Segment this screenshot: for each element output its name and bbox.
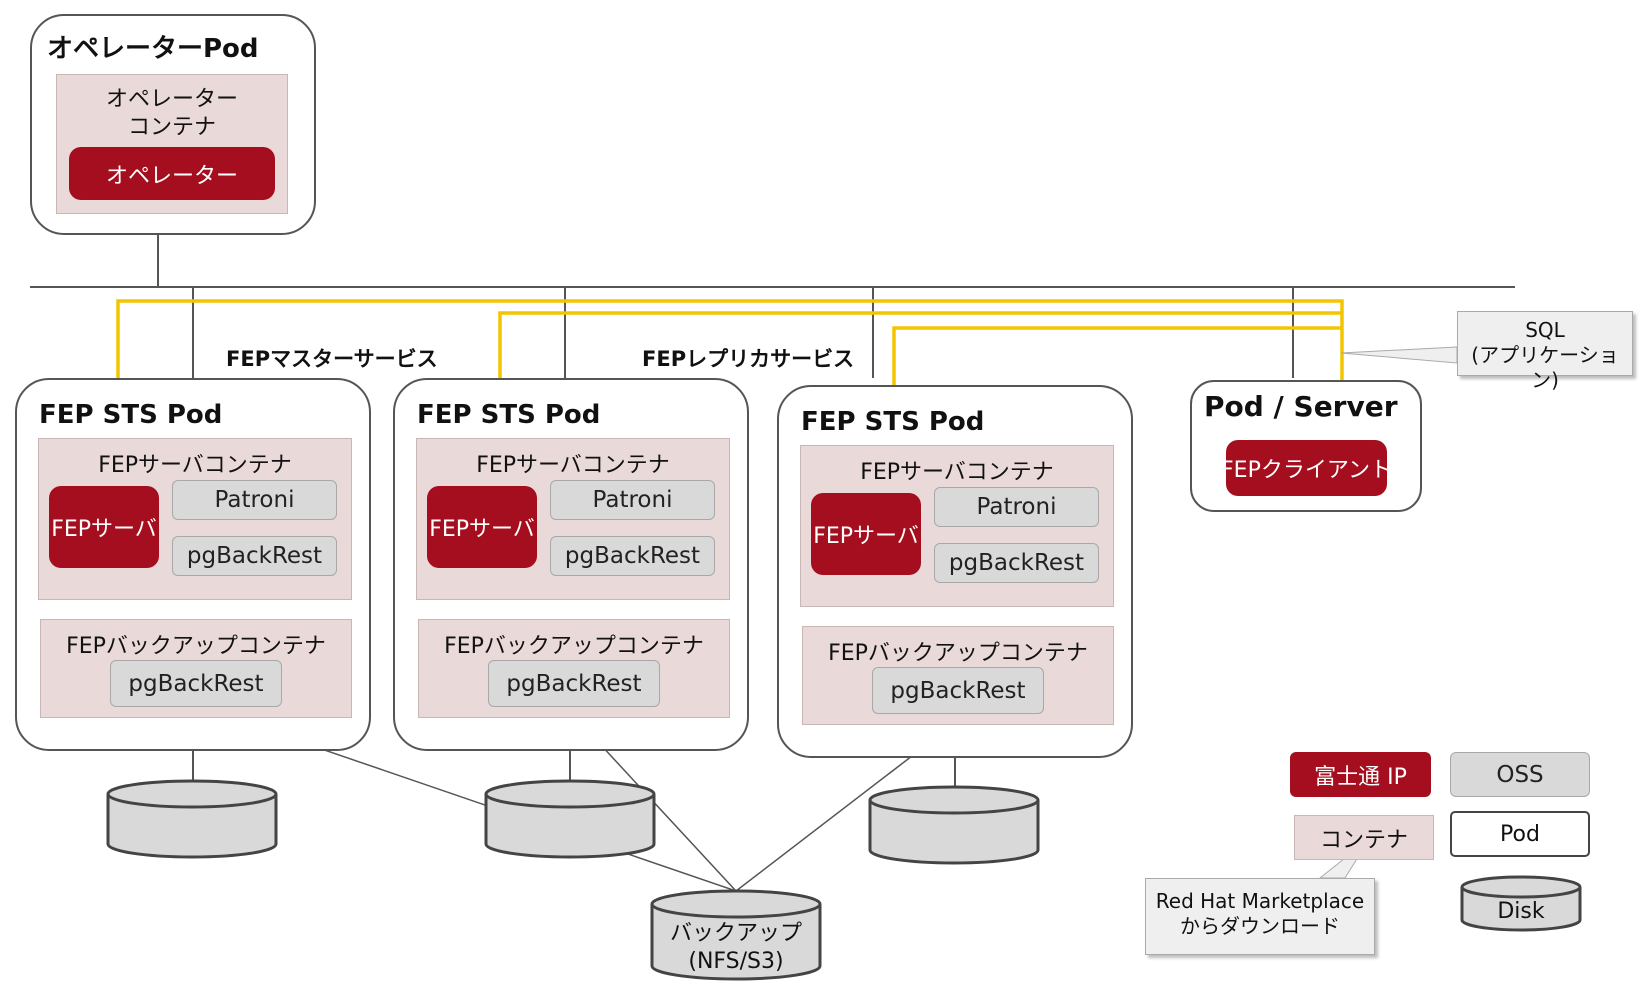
- sts-pod-3-server-container-title: FEPサーバコンテナ: [860, 460, 1054, 485]
- marketplace-callout: Red Hat Marketplace からダウンロード: [1145, 878, 1375, 955]
- sts-pod-1-backup-pgbackrest: pgBackRest: [110, 660, 282, 707]
- sts-pod-2-patroni: Patroni: [550, 480, 715, 520]
- replica-service-label: FEPレプリカサービス: [642, 347, 855, 371]
- sts-pod-2-title: FEP STS Pod: [417, 400, 601, 430]
- backup-disk: [650, 889, 822, 981]
- legend-disk-label: Disk: [1497, 899, 1545, 924]
- sts-pod-3-backup-container-title: FEPバックアップコンテナ: [828, 641, 1088, 666]
- sts-pod-2-fep-server: FEPサーバ: [427, 486, 537, 568]
- sql-callout-pointer: [1340, 346, 1458, 364]
- disk-pod-1: [106, 779, 278, 859]
- master-service-label: FEPマスターサービス: [226, 347, 438, 371]
- backup-disk-label: バックアップ (NFS/S3): [652, 920, 820, 976]
- sts-pod-1-pgbackrest: pgBackRest: [172, 536, 337, 576]
- operator-container-title-line1: オペレーター: [105, 87, 238, 112]
- sts-pod-3-patroni: Patroni: [934, 487, 1099, 527]
- legend-oss: OSS: [1450, 752, 1590, 797]
- legend-pod: Pod: [1450, 811, 1590, 857]
- sts-pod-1-server-container-title: FEPサーバコンテナ: [98, 453, 292, 478]
- sql-callout: SQL (アプリケーション): [1457, 311, 1633, 392]
- sql-callout-line2: (アプリケーション): [1471, 343, 1619, 392]
- disk-pod-3: [868, 785, 1040, 865]
- legend-fujitsu-ip: 富士通 IP: [1290, 752, 1431, 797]
- sts-pod-2-backup-pgbackrest: pgBackRest: [488, 660, 660, 707]
- sts-pod-2-pgbackrest: pgBackRest: [550, 536, 715, 576]
- fep-client-block: FEPクライアント: [1221, 440, 1392, 496]
- marketplace-callout-line1: Red Hat Marketplace: [1155, 889, 1365, 913]
- client-pod-title: Pod / Server: [1204, 390, 1398, 423]
- operator-pod-title: オペレーターPod: [47, 34, 259, 64]
- legend-disk-shape: [1460, 875, 1582, 932]
- disk-pod-2: [484, 779, 656, 859]
- backup-disk-label-line1: バックアップ: [669, 921, 802, 946]
- sts-pod-1-patroni: Patroni: [172, 480, 337, 520]
- backup-disk-label-line2: (NFS/S3): [688, 949, 784, 974]
- legend-container: コンテナ: [1294, 815, 1434, 860]
- sts-pod-1-fep-server: FEPサーバ: [49, 486, 159, 568]
- operator-container-title-line2: コンテナ: [127, 115, 216, 140]
- operator-block: オペレーター: [69, 147, 275, 200]
- marketplace-callout-line2: からダウンロード: [1180, 914, 1340, 938]
- sts-pod-3-fep-server: FEPサーバ: [811, 493, 921, 575]
- sts-pod-3-backup-pgbackrest: pgBackRest: [872, 667, 1044, 714]
- sql-callout-line1: SQL: [1525, 318, 1565, 342]
- sts-pod-3-title: FEP STS Pod: [801, 407, 985, 437]
- sts-pod-2-server-container-title: FEPサーバコンテナ: [476, 453, 670, 478]
- sts-pod-3-pgbackrest: pgBackRest: [934, 543, 1099, 583]
- sts-pod-1-title: FEP STS Pod: [39, 400, 223, 430]
- sts-pod-1-backup-container-title: FEPバックアップコンテナ: [66, 634, 326, 659]
- sts-pod-2-backup-container-title: FEPバックアップコンテナ: [444, 634, 704, 659]
